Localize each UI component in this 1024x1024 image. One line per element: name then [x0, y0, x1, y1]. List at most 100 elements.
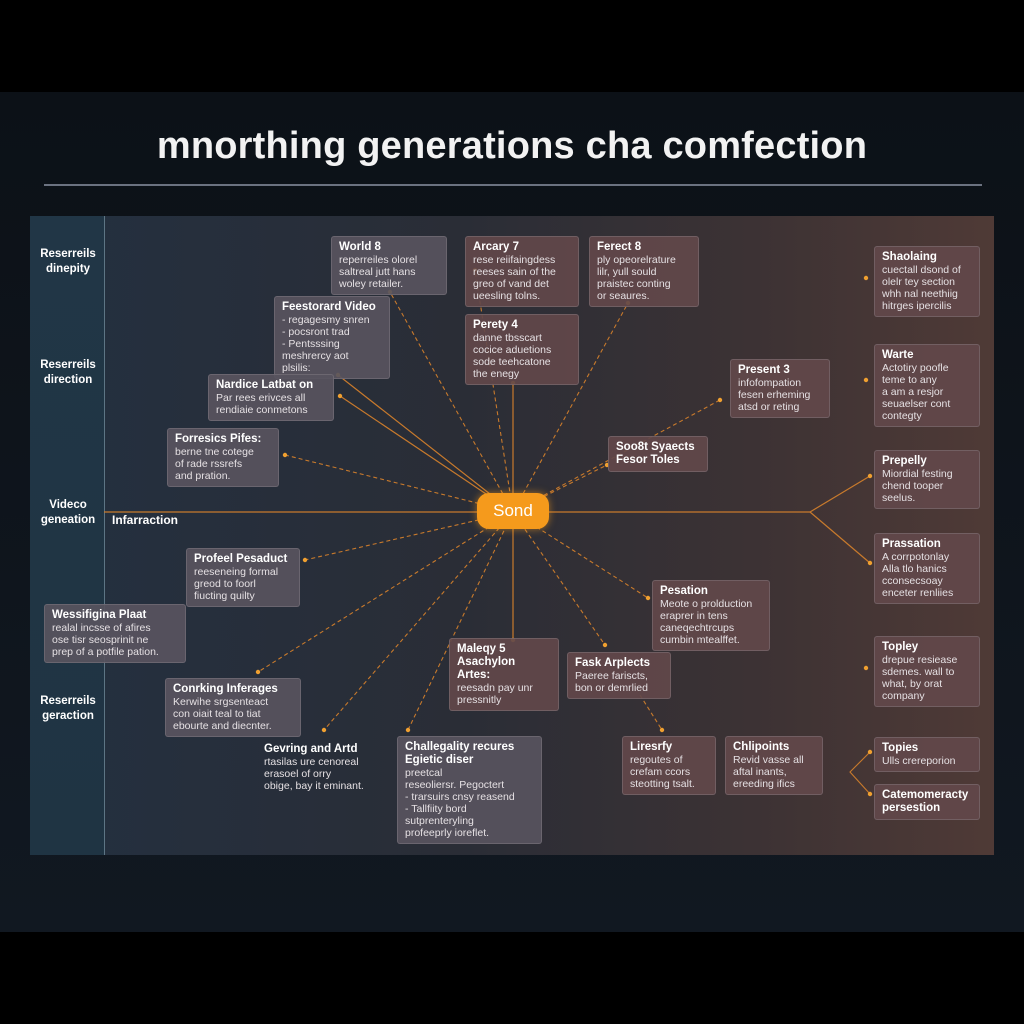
connector-line: [809, 475, 871, 513]
node-chlipoints[interactable]: Chlipoints Revid vasse all aftal inants,…: [725, 736, 823, 795]
node-title: Arcary 7: [473, 241, 520, 253]
connector-line: [323, 511, 514, 731]
node-title: Nardice Latbat on: [216, 379, 314, 391]
node-present-3[interactable]: Present 3 infofompation fesen erheming a…: [730, 359, 830, 418]
node-conrking-inferages[interactable]: Conrking Inferages Kerwihe srgsenteact c…: [165, 678, 301, 737]
node-title: Soo8t Syaects Fesor Toles: [616, 441, 695, 466]
connector-line: [639, 694, 663, 731]
node-body: reesadn pay unr pressnitly: [457, 682, 533, 706]
node-liresrfy[interactable]: Liresrfy regoutes of crefam ccors steott…: [622, 736, 716, 795]
node-title: Present 3: [738, 364, 790, 376]
node-title: Ferect 8: [597, 241, 642, 253]
node-title: Topies: [882, 742, 919, 754]
node-fask-arplects[interactable]: Fask Arplects Paeree fariscts, bon or de…: [567, 652, 671, 699]
central-hub-node[interactable]: Sond: [477, 493, 549, 529]
node-title: Forresics Pifes:: [175, 433, 262, 445]
node-prepelly[interactable]: Prepelly Miordial festing chend tooper s…: [874, 450, 980, 509]
node-body: drepue resiease sdemes. wall to what, by…: [882, 654, 958, 702]
connector-dot: [863, 275, 869, 281]
node-body: ply opeorelrature lilr, yull sould prais…: [597, 254, 676, 302]
node-body: A corrpotonlay Alla tlo hanics cconsecso…: [882, 551, 954, 599]
category-sidebar: [30, 216, 105, 855]
node-profeel-pesaduct[interactable]: Profeel Pesaduct reeseneing formal greod…: [186, 548, 300, 607]
node-title: Perety 4: [473, 319, 518, 331]
node-title: Catemomeracty persestion: [882, 789, 969, 814]
node-ferect-8[interactable]: Ferect 8 ply opeorelrature lilr, yull so…: [589, 236, 699, 307]
node-world-8[interactable]: World 8 reperreiles olorel saltreal jutt…: [331, 236, 447, 295]
connector-dot: [863, 377, 869, 383]
node-body: cuectall dsond of olelr tey section whh …: [882, 264, 961, 312]
connector-dot: [337, 393, 343, 399]
node-warte[interactable]: Warte Actotiry poofle teme to any a am a…: [874, 344, 980, 427]
node-challegality-recures[interactable]: Challegality recures Egietic diser preet…: [397, 736, 542, 844]
sidebar-label-2: Reserreils direction: [40, 359, 96, 386]
connector-line: [512, 511, 649, 599]
node-title: Profeel Pesaduct: [194, 553, 288, 565]
connector-line: [809, 511, 871, 564]
connector-line: [257, 511, 514, 673]
node-title: World 8: [339, 241, 381, 253]
node-body: Meote o prolduction eraprer in tens cane…: [660, 598, 753, 646]
node-prassation[interactable]: Prassation A corrpotonlay Alla tlo hanic…: [874, 533, 980, 604]
interaction-label: Infarraction: [112, 513, 179, 527]
connector-line: [407, 511, 514, 731]
node-forresics-pifes[interactable]: Forresics Pifes: berne tne cotege of rad…: [167, 428, 279, 487]
node-title: Maleqy 5 Asachylon Artes:: [457, 643, 516, 681]
node-body: Miordial festing chend tooper seelus.: [882, 468, 953, 504]
connector-dot: [321, 727, 327, 733]
connector-line: [512, 511, 606, 646]
node-body: Ulls crereporion: [882, 755, 956, 767]
node-shaolaing[interactable]: Shaolaing cuectall dsond of olelr tey se…: [874, 246, 980, 317]
node-body: rtasilas ure cenoreal erasoel of orry ob…: [264, 756, 364, 792]
sidebar-label-4: Reserreils geraction: [40, 695, 96, 722]
node-pesation[interactable]: Pesation Meote o prolduction eraprer in …: [652, 580, 770, 651]
node-title: Warte: [882, 349, 914, 361]
node-title: Feestorard Video: [282, 301, 376, 313]
node-body: Kerwihe srgsenteact con oiait teal to ti…: [173, 696, 272, 732]
connector-dot: [255, 669, 261, 675]
connector-dot: [867, 473, 873, 479]
node-title: Prassation: [882, 538, 941, 550]
node-arcary-7[interactable]: Arcary 7 rese reiifaingdess reeses sain …: [465, 236, 579, 307]
connector-line: [337, 374, 514, 513]
node-perety-4[interactable]: Perety 4 danne tbsscart cocice aduetions…: [465, 314, 579, 385]
connector-dot: [867, 791, 873, 797]
node-soo8t-syaects[interactable]: Soo8t Syaects Fesor Toles: [608, 436, 708, 472]
connector-dot: [645, 595, 651, 601]
node-body: rese reiifaingdess reeses sain of the gr…: [473, 254, 556, 302]
node-body: danne tbsscart cocice aduetions sode tee…: [473, 332, 552, 380]
node-feestorard-video[interactable]: Feestorard Video - regagesmy snren - poc…: [274, 296, 390, 379]
node-title: Wessifigina Plaat: [52, 609, 147, 621]
node-title: Challegality recures Egietic diser: [405, 741, 515, 766]
connector-line: [474, 269, 514, 513]
node-nardice-latbat[interactable]: Nardice Latbat on Par rees erivces all r…: [208, 374, 334, 421]
connector-bracket: [849, 751, 871, 795]
node-title: Fask Arplects: [575, 657, 650, 669]
node-title: Pesation: [660, 585, 708, 597]
node-title: Shaolaing: [882, 251, 937, 263]
node-body: infofompation fesen erheming atsd or ret…: [738, 377, 811, 413]
node-title: Chlipoints: [733, 741, 790, 753]
node-maleqy-5[interactable]: Maleqy 5 Asachylon Artes: reesadn pay un…: [449, 638, 559, 711]
node-topies[interactable]: Topies Ulls crereporion: [874, 737, 980, 772]
node-catemomeracty[interactable]: Catemomeracty persestion: [874, 784, 980, 820]
node-body: Actotiry poofle teme to any a am a resjo…: [882, 362, 951, 422]
node-body: Paeree fariscts, bon or demrlied: [575, 670, 648, 694]
node-title: Prepelly: [882, 455, 927, 467]
node-gevring-and-artd[interactable]: Gevring and Artd rtasilas ure cenoreal e…: [256, 738, 388, 797]
node-body: berne tne cotege of rade rssrefs and pra…: [175, 446, 254, 482]
node-body: preetcal reseoliersr. Pegoctert - trarsu…: [405, 767, 515, 839]
connector-dot: [302, 557, 308, 563]
node-topley[interactable]: Topley drepue resiease sdemes. wall to w…: [874, 636, 980, 707]
node-wessifigina-plaat[interactable]: Wessifigina Plaat realal incsse of afire…: [44, 604, 186, 663]
node-title: Gevring and Artd: [264, 743, 358, 755]
sidebar-label-3: Videco geneation: [40, 499, 96, 526]
connector-dot: [863, 665, 869, 671]
connector-line: [389, 291, 514, 513]
node-title: Liresrfy: [630, 741, 673, 753]
connector-dot: [282, 452, 288, 458]
connector-dot: [717, 397, 723, 403]
sidebar-label-1: Reserreils dinepity: [40, 248, 96, 275]
node-body: Par rees erivces all rendiaie conmetons: [216, 392, 308, 416]
node-body: reperreiles olorel saltreal jutt hans wo…: [339, 254, 418, 290]
